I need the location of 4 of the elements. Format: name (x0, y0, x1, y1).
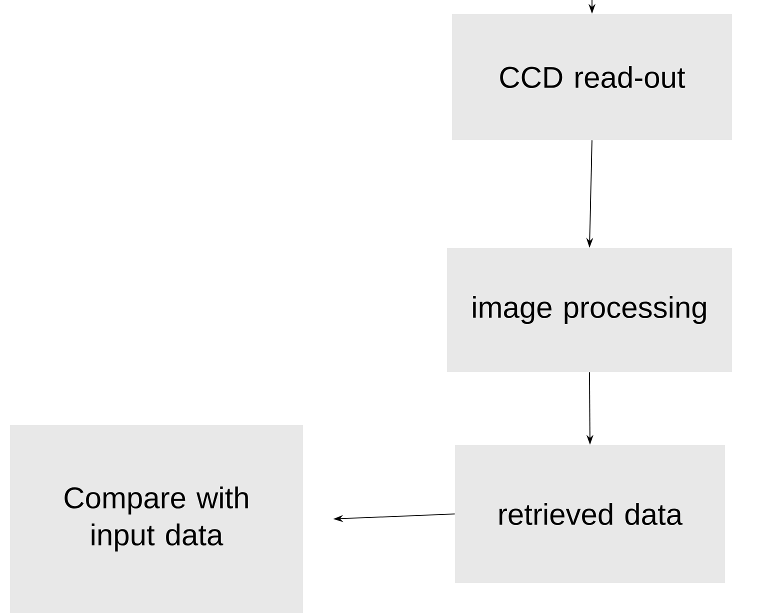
process-box: CCD read-out (452, 14, 732, 140)
process-box: image processing (447, 248, 732, 372)
process-box: Compare with input data (10, 424, 303, 613)
process-box: retrieved data (455, 444, 725, 583)
